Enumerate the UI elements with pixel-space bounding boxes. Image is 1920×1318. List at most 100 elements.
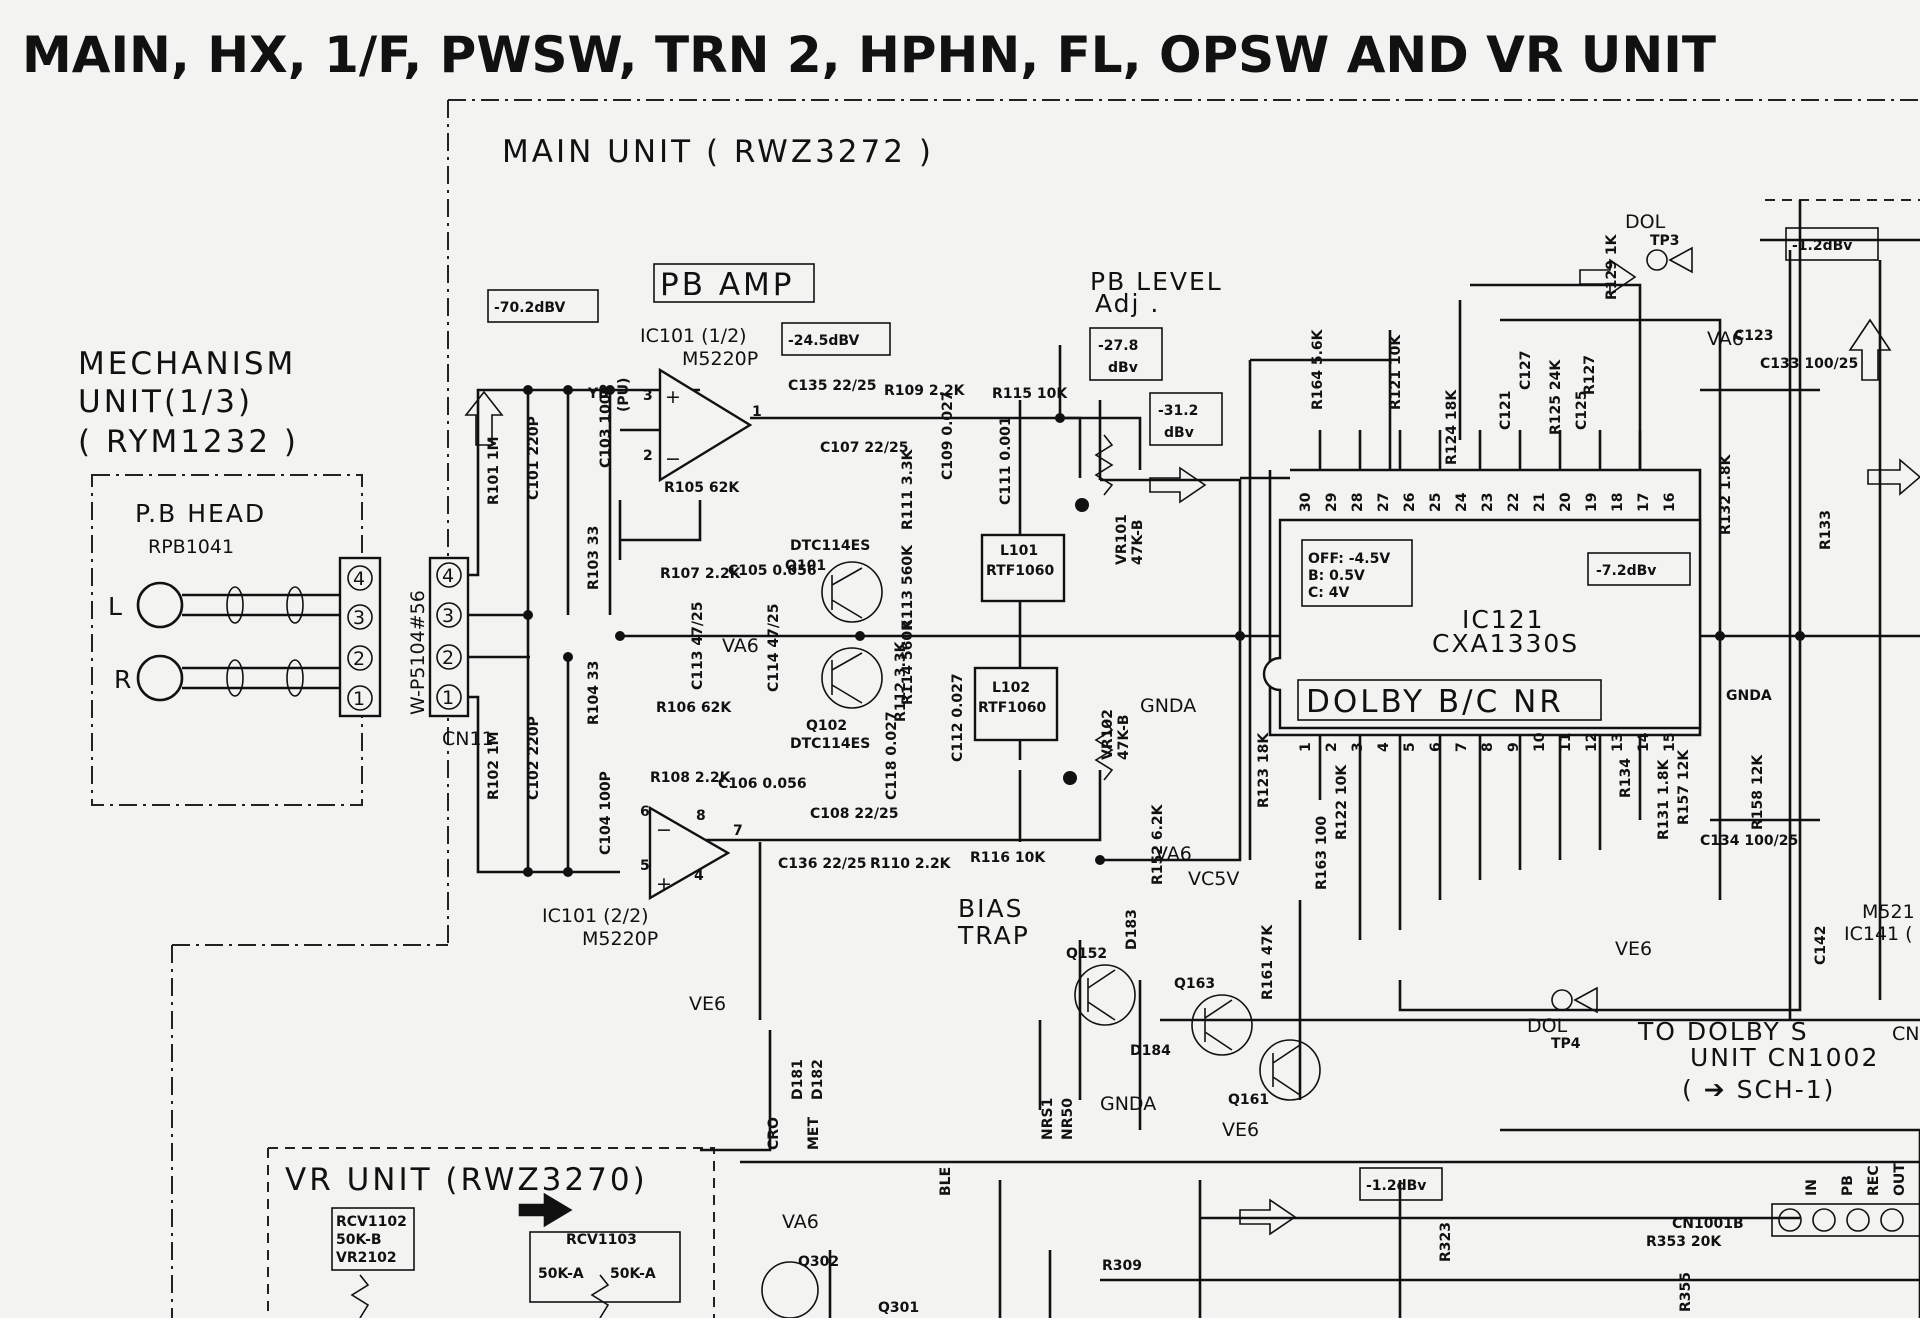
part-label: R122 10K [1334, 764, 1350, 840]
ic141-part: M521 [1862, 901, 1915, 923]
part-label: R131 1.8K [1656, 758, 1672, 840]
va6-rail-2: VA6 [1155, 843, 1192, 865]
part-label: C123 [1734, 328, 1774, 344]
coil-l102 [973, 666, 1059, 742]
va6-rail-3: VA6 [1707, 328, 1744, 350]
part-label: MET [806, 1117, 822, 1150]
cn11-pin-2: 2 [442, 647, 454, 669]
l101-ref: L101 [1000, 543, 1038, 559]
cn-right-label: CN [1892, 1023, 1919, 1045]
pb-amp-box [653, 263, 815, 303]
level-31-2-box [1149, 392, 1223, 446]
part-label: R112 3.3K [893, 640, 909, 722]
level-24-5-box [781, 322, 891, 356]
part-label: YB [587, 386, 609, 402]
q101-type: DTC114ES [790, 538, 870, 554]
ic121-ref: IC121 [1462, 605, 1545, 634]
part-label: R110 2.2K [870, 856, 952, 872]
part-label: R116 10K [970, 850, 1046, 866]
part-label: R129 1K [1604, 233, 1620, 300]
level-27-8-box [1089, 327, 1163, 381]
part-label: R121 10K [1388, 334, 1404, 410]
opamp-a-pin-minus: − [665, 448, 681, 470]
pb-amp-label: PB AMP [660, 267, 794, 303]
mechanism-unit-label-3: ( RYM1232 ) [78, 424, 299, 460]
ic121-pin-14: 14 [1636, 732, 1652, 752]
level-7-2: -7.2dBv [1596, 563, 1656, 579]
ic121-pin-5: 5 [1402, 742, 1418, 752]
gnda-1: GNDA [1140, 695, 1196, 717]
ic121-pin-20: 20 [1558, 492, 1574, 512]
ic121-mode-c: C: 4V [1308, 585, 1349, 601]
part-label: R133 [1818, 510, 1834, 550]
q301-ref: Q301 [878, 1300, 919, 1316]
part-label: BLE [938, 1167, 954, 1196]
ic121-pin-2: 2 [1324, 742, 1340, 752]
part-label: C102 220P [526, 716, 542, 800]
level-7-2-box [1587, 552, 1691, 586]
pb-level-label-2: Adj . [1095, 289, 1160, 318]
ic121-pin-13: 13 [1610, 733, 1626, 752]
part-label: C108 22/25 [810, 806, 898, 822]
part-label: C135 22/25 [788, 378, 876, 394]
ic121-mode-off: OFF: -4.5V [1308, 551, 1390, 567]
ic121-pin-6: 6 [1428, 742, 1444, 752]
part-label: C112 0.027 [950, 673, 966, 762]
vr-unit-part-5: 50K-A [538, 1266, 584, 1282]
ic101a-pin3: 3 [643, 388, 653, 404]
part-label: C133 100/25 [1760, 356, 1858, 372]
cn11-connector: 4 3 2 1 [428, 556, 470, 718]
part-label: R115 10K [992, 386, 1068, 402]
part-label: C103 100P [598, 384, 614, 468]
level-27-8-unit: dBv [1108, 360, 1138, 376]
part-label: R132 1.8K [1718, 453, 1734, 535]
pb-head-label: P.B HEAD [135, 499, 266, 528]
part-label: R108 2.2K [650, 770, 732, 786]
part-label: D184 [1130, 1043, 1171, 1059]
ic121-pin-24: 24 [1454, 492, 1470, 512]
ic121-pin-3: 3 [1350, 742, 1366, 752]
vr101-ref: VR101 [1114, 514, 1130, 565]
ic121-pin-19: 19 [1584, 493, 1600, 512]
ic121-pin-4: 4 [1376, 742, 1392, 752]
ve6-rail-2: VE6 [1222, 1119, 1259, 1141]
ic121-pin-18: 18 [1610, 493, 1626, 512]
part-label: R124 18K [1444, 389, 1460, 465]
part-label: R111 3.3K [900, 448, 916, 530]
cn11-label: CN11 [442, 728, 494, 750]
level-31-2-value: -31.2 [1158, 403, 1198, 419]
level-70-2: -70.2dBV [494, 300, 565, 316]
ic101a-pin2: 2 [643, 448, 653, 464]
part-label: R127 [1582, 355, 1598, 395]
ic121-pin-22: 22 [1506, 493, 1522, 512]
part-label: D181 [790, 1059, 806, 1100]
ic101b-pin8: 8 [696, 808, 706, 824]
cn1001b-connector [1771, 1203, 1920, 1237]
ic101a-pin1: 1 [752, 404, 762, 420]
part-label: R158 12K [1750, 754, 1766, 830]
part-label: C111 0.001 [998, 416, 1014, 505]
vr102-ref: VR102 [1100, 709, 1116, 760]
vr-unit-part-3: VR2102 [336, 1250, 397, 1266]
ic121-mode-box [1301, 539, 1413, 607]
part-label: R105 62K [664, 480, 740, 496]
part-label: R353 20K [1646, 1234, 1722, 1250]
test-points [1551, 246, 1693, 1014]
part-label: OUT [1892, 1163, 1908, 1196]
part-label: C105 0.056 [728, 563, 817, 579]
q102-ref: Q102 [806, 718, 847, 734]
part-label: C106 0.056 [718, 776, 807, 792]
cn11-pin-1: 1 [442, 687, 454, 709]
vr-unit-part-4: RCV1103 [566, 1232, 637, 1248]
part-label: R104 33 [586, 661, 602, 725]
ic101b-pin4: 4 [694, 868, 704, 884]
ic101b-pin6: 6 [640, 804, 650, 820]
ic121-pin-8: 8 [1480, 742, 1496, 752]
dolby-nr-box [1297, 679, 1602, 721]
part-label: C142 [1813, 926, 1829, 966]
opamp-a-pin-plus: + [665, 386, 681, 408]
pb-level-label-1: PB LEVEL [1090, 267, 1223, 296]
part-label: REC [1866, 1165, 1882, 1196]
ic121-pin-30: 30 [1298, 492, 1314, 512]
level-1-2-lower: -1.2dBv [1366, 1178, 1426, 1194]
